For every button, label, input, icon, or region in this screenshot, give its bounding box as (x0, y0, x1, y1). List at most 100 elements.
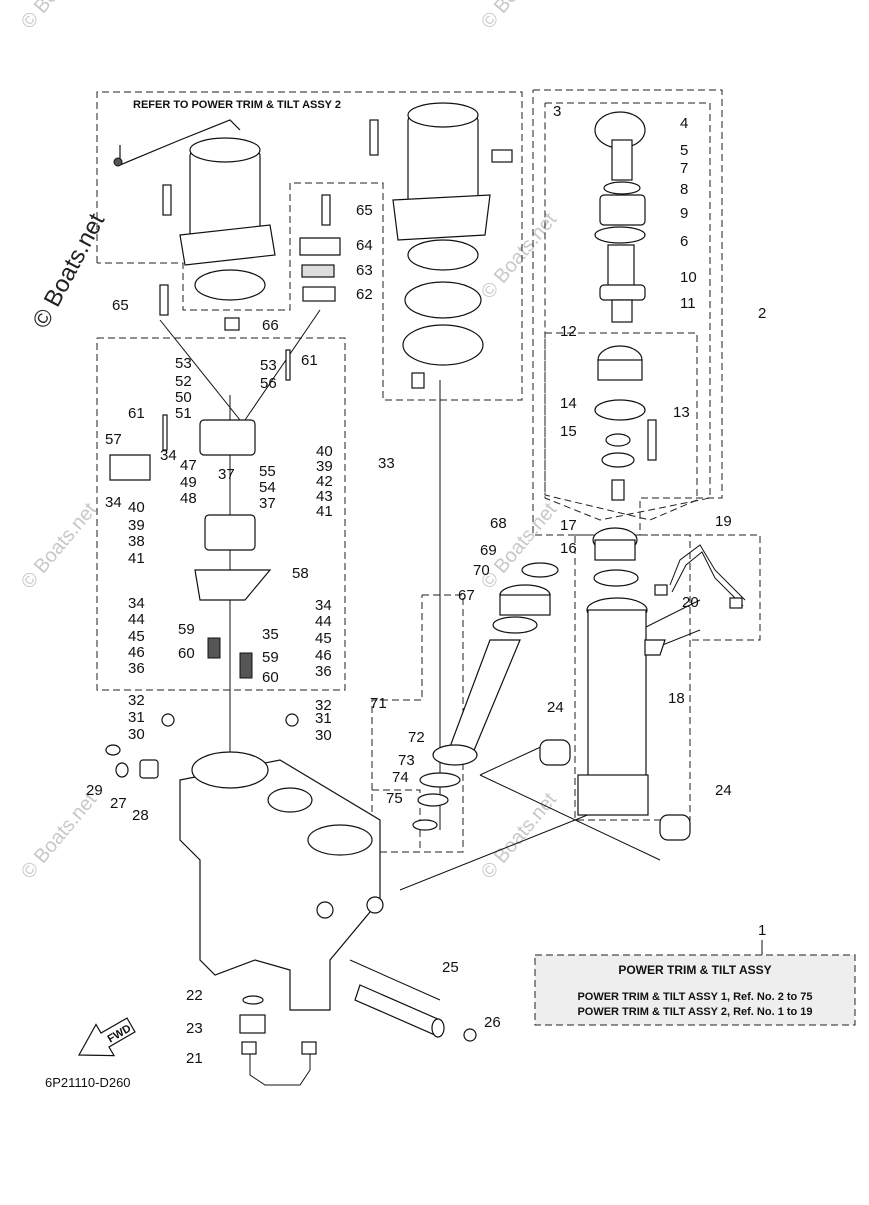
callout-43: 43 (316, 488, 333, 505)
callout-23: 23 (186, 1020, 203, 1037)
callout-56: 56 (260, 375, 277, 392)
callout-16: 16 (560, 540, 577, 557)
callout-2: 2 (758, 305, 766, 322)
callout-59: 59 (178, 621, 195, 638)
callout-24: 24 (547, 699, 564, 716)
callout-50: 50 (175, 389, 192, 406)
callout-numbers: 4578963101121214151317161920182424686970… (86, 103, 766, 1067)
callout-70: 70 (473, 562, 490, 579)
watermark-tile: © Boats.net (477, 208, 561, 303)
callout-61: 61 (128, 405, 145, 422)
callout-3: 3 (553, 103, 561, 120)
callout-31: 31 (315, 710, 332, 727)
callout-46: 46 (315, 647, 332, 664)
callout-66: 66 (262, 317, 279, 334)
callout-18: 18 (668, 690, 685, 707)
callout-34: 34 (315, 597, 332, 614)
callout-62: 62 (356, 286, 373, 303)
motor-center (369, 102, 513, 389)
leader-lines (159, 309, 701, 1001)
callout-8: 8 (680, 181, 688, 198)
callout-31: 31 (128, 709, 145, 726)
callout-30: 30 (128, 726, 145, 743)
callout-74: 74 (392, 769, 409, 786)
callout-35: 35 (262, 626, 279, 643)
pin-and-fittings (239, 984, 477, 1086)
callout-67: 67 (458, 587, 475, 604)
filter-stack (159, 194, 341, 331)
legend-ref: 1 (758, 922, 766, 939)
callout-36: 36 (128, 660, 145, 677)
callout-30: 30 (315, 727, 332, 744)
callout-17: 17 (560, 517, 577, 534)
legend-box: 1 POWER TRIM & TILT ASSY POWER TRIM & TI… (534, 922, 856, 1026)
callout-14: 14 (560, 395, 577, 412)
callout-24: 24 (715, 782, 732, 799)
callout-46: 46 (128, 644, 145, 661)
callout-63: 63 (356, 262, 373, 279)
callout-21: 21 (186, 1050, 203, 1067)
callout-53: 53 (175, 355, 192, 372)
callout-4: 4 (680, 115, 688, 132)
callout-7: 7 (680, 160, 688, 177)
legend-title: POWER TRIM & TILT ASSY (618, 963, 771, 977)
callout-65: 65 (112, 297, 129, 314)
legend-line-1: POWER TRIM & TILT ASSY 1, Ref. No. 2 to … (577, 991, 812, 1003)
callout-69: 69 (480, 542, 497, 559)
callout-10: 10 (680, 269, 697, 286)
free-piston (412, 562, 559, 831)
watermark-tile: © Boats.net (477, 788, 561, 883)
callout-68: 68 (490, 515, 507, 532)
callout-47: 47 (180, 457, 197, 474)
callout-60: 60 (262, 669, 279, 686)
bracket-housing (105, 744, 384, 1011)
callout-44: 44 (128, 611, 145, 628)
callout-22: 22 (186, 987, 203, 1004)
callout-64: 64 (356, 237, 373, 254)
callout-41: 41 (128, 550, 145, 567)
callout-45: 45 (315, 630, 332, 647)
callout-28: 28 (132, 807, 149, 824)
callout-65: 65 (356, 202, 373, 219)
watermark-layer: © Boats.net © Boats.net © Boats.net © Boats… (17, 0, 561, 883)
callout-53: 53 (260, 357, 277, 374)
callout-51: 51 (175, 405, 192, 422)
legend-line-2: POWER TRIM & TILT ASSY 2, Ref. No. 1 to … (577, 1006, 812, 1018)
callout-38: 38 (128, 533, 145, 550)
callout-42: 42 (316, 473, 333, 490)
callout-71: 71 (370, 695, 387, 712)
callout-6: 6 (680, 233, 688, 250)
callout-27: 27 (110, 795, 127, 812)
callout-75: 75 (386, 790, 403, 807)
callout-13: 13 (673, 404, 690, 421)
callout-34: 34 (105, 494, 122, 511)
callout-32: 32 (128, 692, 145, 709)
callout-34: 34 (128, 595, 145, 612)
watermark-tile: © Boats.net (17, 0, 101, 33)
callout-36: 36 (315, 663, 332, 680)
callout-73: 73 (398, 752, 415, 769)
callout-40: 40 (128, 499, 145, 516)
callout-40: 40 (316, 443, 333, 460)
callout-72: 72 (408, 729, 425, 746)
callout-34: 34 (160, 447, 177, 464)
callout-44: 44 (315, 613, 332, 630)
callout-57: 57 (105, 431, 122, 448)
callout-20: 20 (682, 594, 699, 611)
callout-45: 45 (128, 628, 145, 645)
watermark-tile: © Boats.net (17, 498, 101, 593)
callout-11: 11 (680, 295, 696, 312)
fwd-arrow-icon: FWD (78, 1017, 136, 1057)
callout-26: 26 (484, 1014, 501, 1031)
tube (654, 544, 746, 609)
callout-12: 12 (560, 323, 577, 340)
valve-body (109, 349, 299, 727)
callout-59: 59 (262, 649, 279, 666)
callout-37: 37 (218, 466, 235, 483)
callout-39: 39 (128, 517, 145, 534)
watermark-tile: © Boats.net (17, 788, 101, 883)
fwd-label: FWD (106, 1022, 134, 1045)
callout-5: 5 (680, 142, 688, 159)
